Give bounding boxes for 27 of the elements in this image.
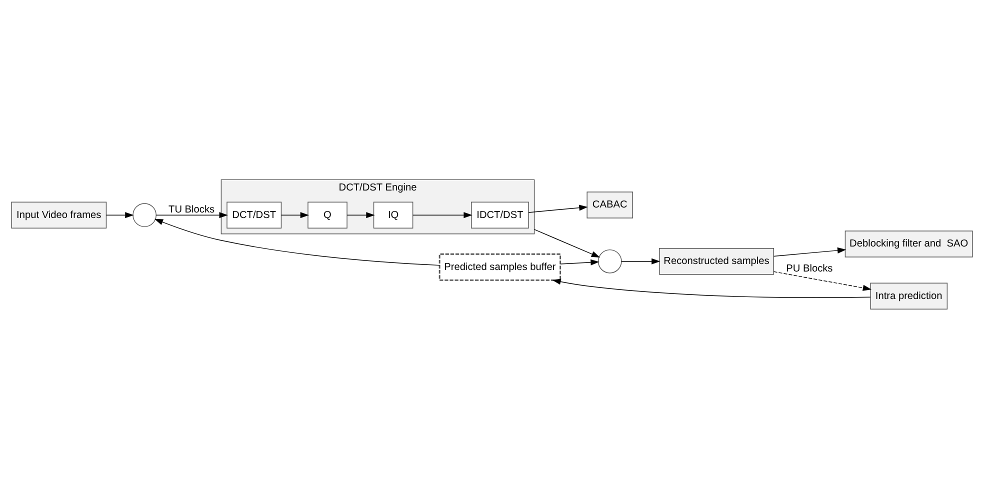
arrow xyxy=(281,212,310,218)
arrow xyxy=(346,212,375,218)
arrow xyxy=(534,228,600,258)
node-box: Deblocking filter and SAO xyxy=(844,230,973,257)
node-box: Intra prediction xyxy=(870,282,948,309)
arrow xyxy=(621,258,660,264)
arrow xyxy=(154,218,440,266)
arrow xyxy=(106,212,134,218)
node-box: CABAC xyxy=(586,191,633,218)
node-box: IQ xyxy=(373,201,414,228)
arrow xyxy=(528,204,588,212)
node-box: Q xyxy=(308,201,348,228)
node-box: IDCT/DST xyxy=(471,201,529,228)
arrow xyxy=(773,270,872,290)
node-box: DCT/DST xyxy=(226,201,282,228)
arrow xyxy=(773,246,846,256)
edge-label: TU Blocks xyxy=(168,204,215,215)
arrow xyxy=(560,258,600,265)
node-circle xyxy=(132,202,156,227)
arrow xyxy=(412,212,472,218)
edge-label: PU Blocks xyxy=(786,263,833,274)
arrow xyxy=(156,212,228,218)
node-circle xyxy=(598,248,622,273)
node-box: Input Video frames xyxy=(11,201,107,228)
node-box: Predicted samples buffer xyxy=(438,252,562,280)
arrow xyxy=(552,278,871,298)
node-box: Reconstructed samples xyxy=(659,248,774,274)
